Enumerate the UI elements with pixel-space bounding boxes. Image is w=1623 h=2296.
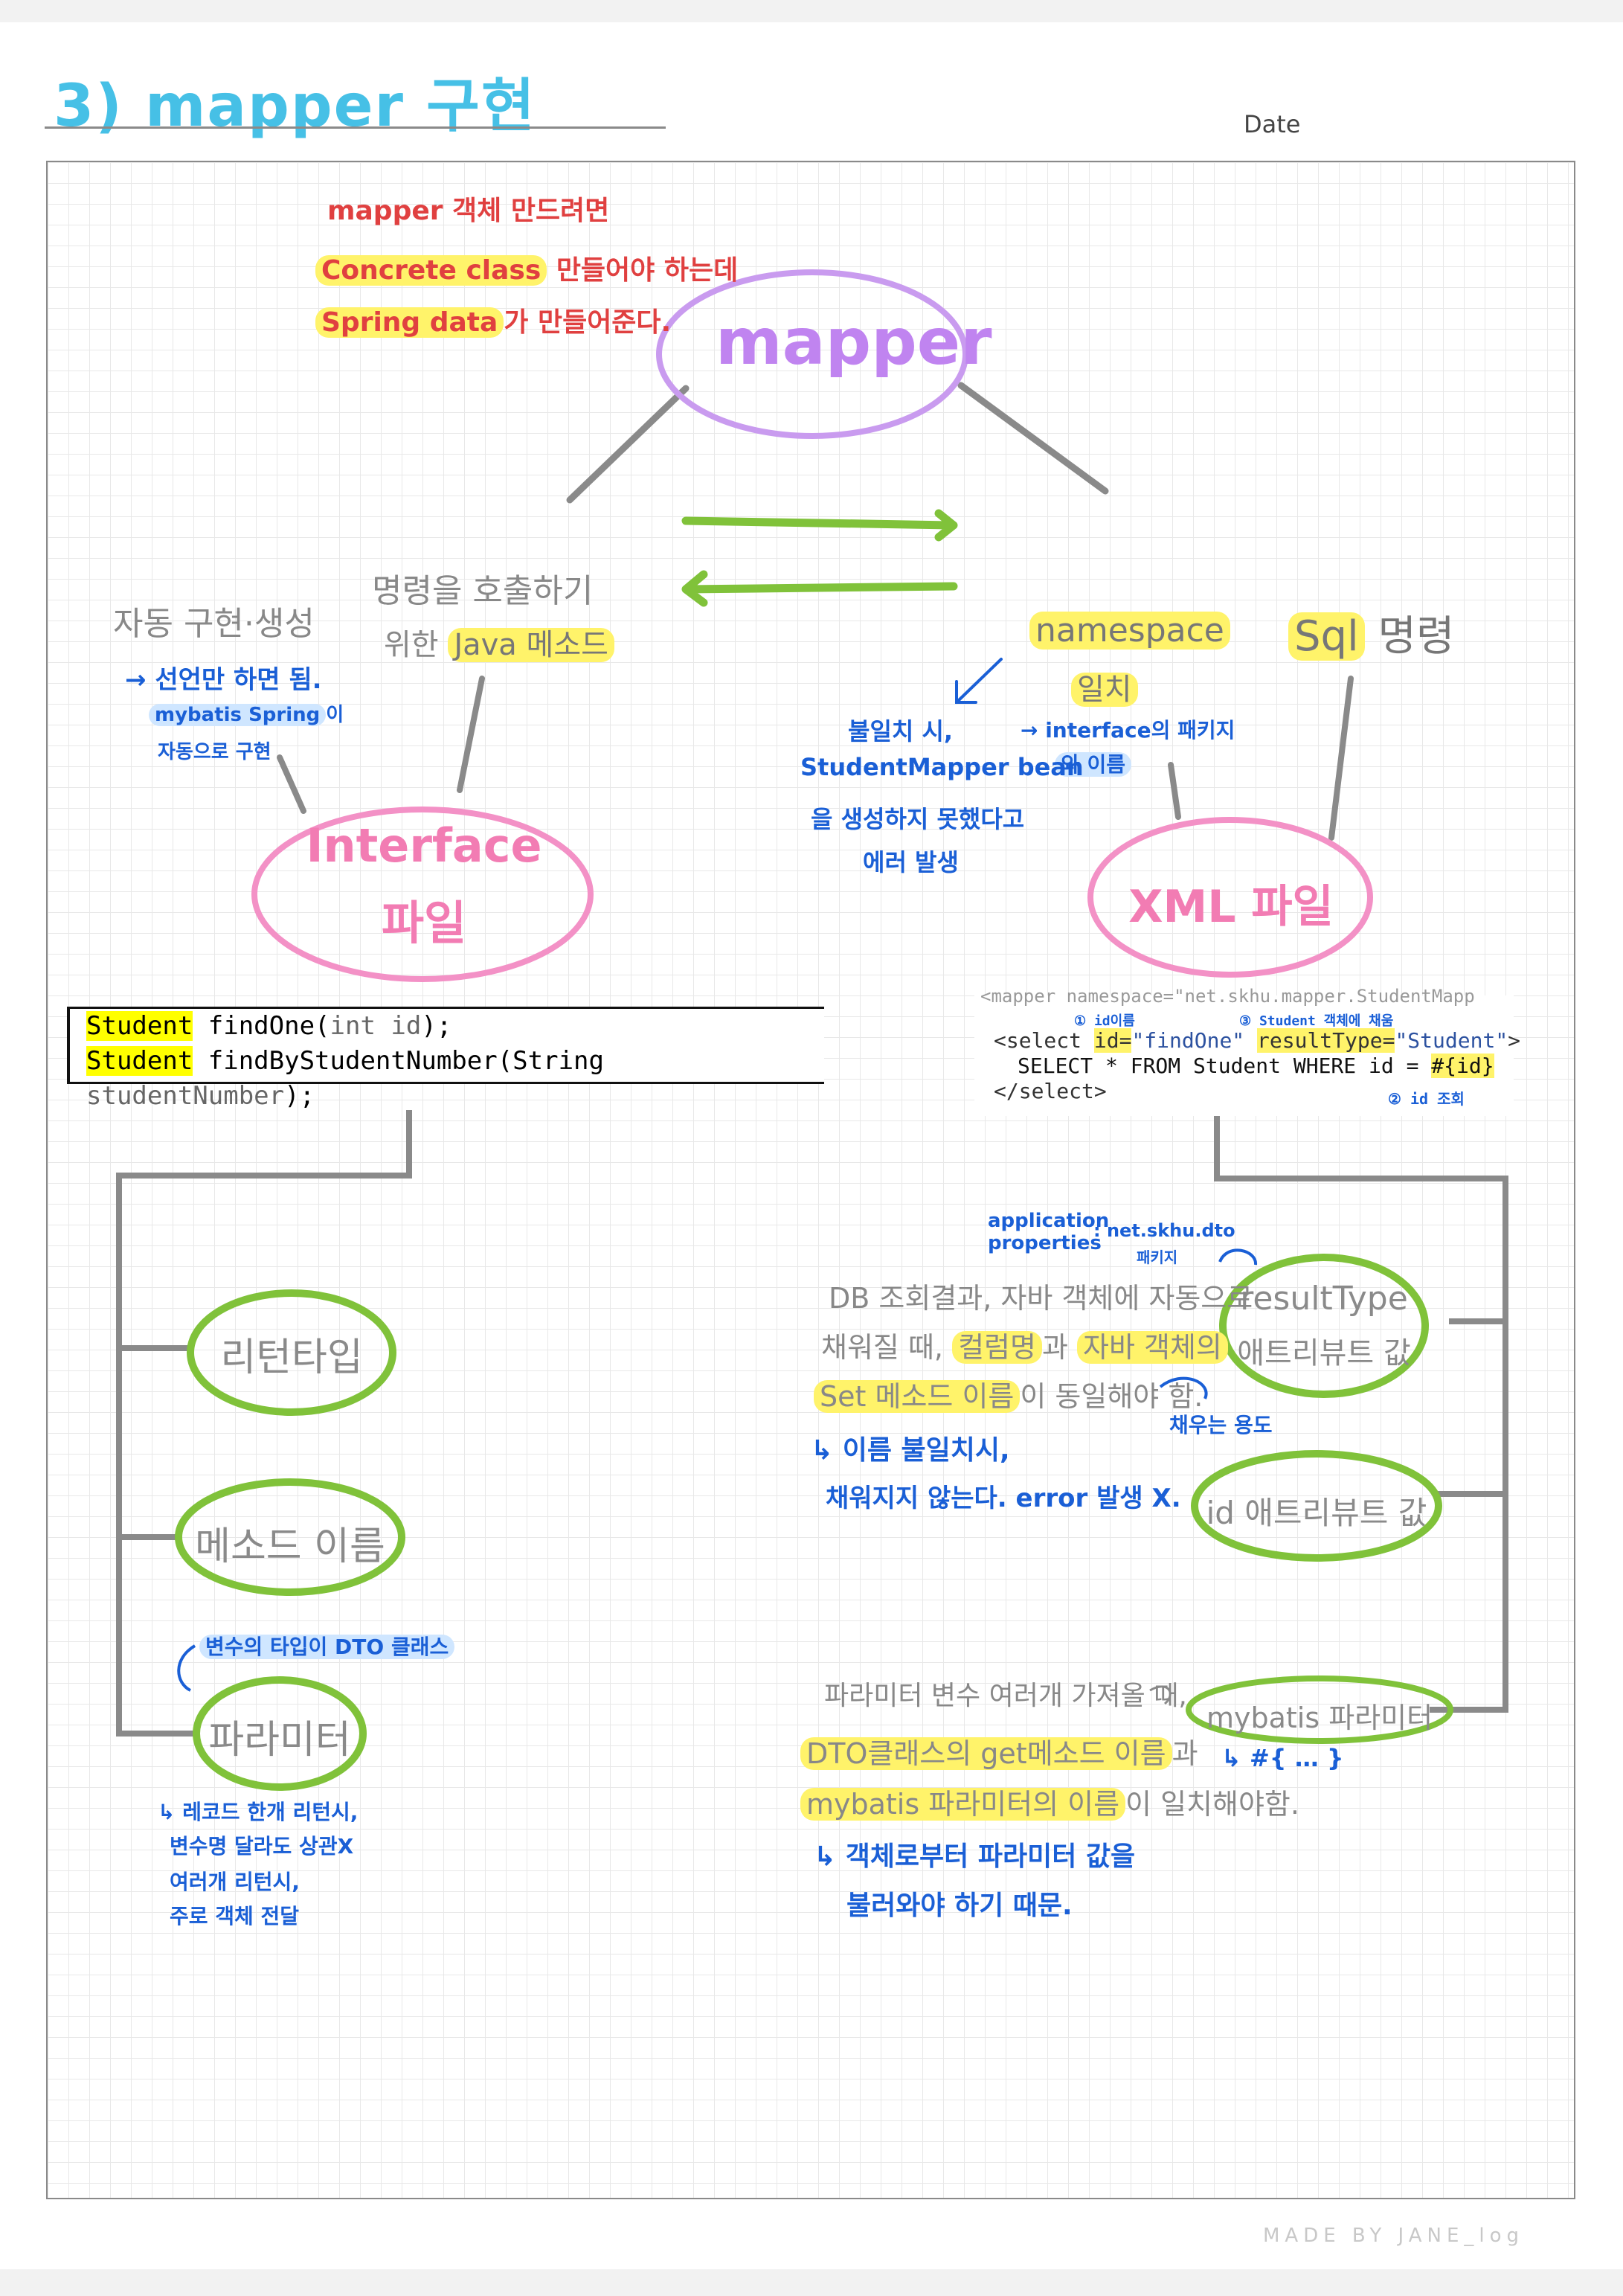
interface-code-box: Student findOne(int id); Student findByS… (67, 1007, 824, 1111)
mybatis-name-highlight: mybatis 파라미터의 이름 (800, 1788, 1126, 1821)
concrete-class-highlight: Concrete class (315, 255, 547, 286)
auto-impl2-note: 자동으로 구현 (158, 741, 271, 763)
dto-type-curl (177, 1644, 196, 1692)
return-type-circle (187, 1289, 396, 1416)
app-props-curl (1218, 1248, 1257, 1266)
mismatch-note3: 을 생성하지 못했다고 (811, 805, 1025, 833)
mapper-to-xml-line (957, 382, 1109, 495)
placeholder-note: ↳ #{ … } (1221, 1744, 1344, 1772)
dto-type-note: 변수의 타입이 DTO 클래스 (199, 1631, 455, 1661)
parameter-label: 파라미터 (208, 1718, 351, 1763)
mismatch-note1: 불일치 시, (848, 717, 954, 745)
result-type-label1: resultType (1240, 1280, 1408, 1318)
name-mismatch-note2: 채워지지 않는다. error 발생 X. (826, 1484, 1181, 1513)
mapper-to-interface-line (566, 385, 690, 504)
db-result-line1: DB 조회결과, 자바 객체에 자동으로 (829, 1282, 1253, 1315)
xml-line0: <mapper namespace="net.skhu.mapper.Stude… (980, 986, 1475, 1007)
app-props-note1: application (988, 1210, 1110, 1232)
xml-circle (1087, 817, 1373, 978)
code-line-1: Student findOne(int id); (86, 1011, 452, 1041)
return-type-label: 리턴타입 (220, 1335, 363, 1380)
interface-circle (251, 807, 594, 982)
column-name-highlight: 컬럼명 (952, 1331, 1042, 1364)
spring-data-highlight: Spring data (315, 307, 504, 338)
id-attr-label: id 애트리뷰트 값 (1206, 1495, 1427, 1531)
record-note3: 여러개 리턴시, (170, 1870, 300, 1894)
xml-line1: <select id="findOne" resultType="Student… (994, 1028, 1521, 1053)
dto-get-highlight: DTO클래스의 get메소드 이름 (800, 1737, 1172, 1770)
right-arrow (681, 509, 958, 542)
from-object-note1: ↳ 객체로부터 파라미터 값을 (814, 1841, 1136, 1872)
mismatch-arrow (955, 658, 1003, 704)
left-tree (116, 1110, 412, 1737)
page-title: 3) mapper 구현 (54, 73, 536, 140)
right-tree (1214, 1095, 1508, 1713)
call-line1: 명령을 호출하기 (372, 572, 594, 610)
multi-param-curl (1149, 1685, 1172, 1705)
interface-node-label2: 파일 (381, 896, 467, 950)
set-method-highlight: Set 메소드 이름 (814, 1380, 1021, 1413)
mapper-circle (656, 269, 968, 439)
auto-impl-connector (277, 754, 306, 814)
interface-node-label1: Interface (306, 818, 542, 873)
java-object-highlight: 자바 객체의 (1077, 1331, 1228, 1364)
top-note-line2: Concrete class 만들어야 하는데 (315, 248, 738, 287)
java-method-highlight: Java 메소드 (448, 628, 614, 662)
fill-use-curl (1159, 1376, 1208, 1399)
mapper-node-label: mapper (716, 305, 992, 379)
package-note2: 와 이름 (1055, 748, 1132, 778)
from-object-note2: 불러와야 하기 때문. (846, 1891, 1073, 1921)
match-label: 일치 (1071, 665, 1138, 708)
method-name-label: 메소드 이름 (195, 1524, 385, 1569)
call-connector (457, 676, 485, 793)
xml-node-label: XML 파일 (1128, 881, 1334, 933)
xml-code-box: <mapper namespace="net.skhu.mapper.Stude… (974, 986, 1520, 1116)
app-props-note2: properties (988, 1232, 1102, 1254)
id-attr-circle (1191, 1450, 1442, 1562)
package-note: → interface의 패키지 (1021, 718, 1235, 743)
namespace-label: namespace (1029, 612, 1230, 650)
result-type-circle (1219, 1254, 1429, 1398)
code-line-2: Student findByStudentNumber(String stude… (86, 1046, 604, 1111)
sql-connector (1328, 676, 1354, 841)
namespace-connector (1168, 762, 1181, 820)
xml-line2: SELECT * FROM Student WHERE id = #{id} (1018, 1054, 1494, 1078)
call-line2: 위한 Java 메소드 (384, 621, 614, 664)
record-note1: ↳ 레코드 한개 리턴시, (158, 1800, 359, 1824)
ann-query: ② id 조회 (1388, 1090, 1465, 1108)
mismatch-note2: StudentMapper bean (800, 753, 1084, 781)
footer-credit: MADE BY JANE_log (1263, 2225, 1525, 2247)
method-name-circle (175, 1478, 405, 1596)
record-note4: 주로 객체 전달 (170, 1904, 300, 1928)
result-type-label2: 애트리뷰트 값 (1237, 1336, 1411, 1370)
fill-use-note: 채우는 용도 (1169, 1413, 1273, 1437)
top-note-line1: mapper 객체 만드려면 (327, 196, 610, 226)
sql-command-label: Sql 명령 (1288, 603, 1455, 663)
dto-package-note2: 패키지 (1137, 1248, 1178, 1266)
mybatis-param-label: mybatis 파라미터 (1206, 1702, 1433, 1734)
parameter-circle (193, 1676, 367, 1791)
multi-param-note: 파라미터 변수 여러개 가져올 때, (824, 1681, 1187, 1711)
title-underline (45, 126, 666, 129)
name-mismatch-note1: ↳ 이름 불일치시, (811, 1435, 1010, 1466)
mybatis-param-circle (1186, 1675, 1453, 1744)
record-note2: 변수명 달라도 상관X (170, 1834, 354, 1859)
mismatch-note4: 에러 발생 (863, 848, 959, 876)
xml-line3: </select> (994, 1079, 1107, 1103)
decl-only-note: → 선언만 하면 됨. (125, 665, 322, 695)
left-arrow (681, 570, 958, 607)
dto-package-note: : net.skhu.dto (1093, 1220, 1235, 1241)
date-label: Date (1244, 110, 1301, 138)
auto-impl-label: 자동 구현·생성 (113, 605, 315, 643)
ann-id: ① id이름 (1074, 1013, 1135, 1029)
ann-result: ③ Student 객체에 채움 (1239, 1013, 1394, 1029)
